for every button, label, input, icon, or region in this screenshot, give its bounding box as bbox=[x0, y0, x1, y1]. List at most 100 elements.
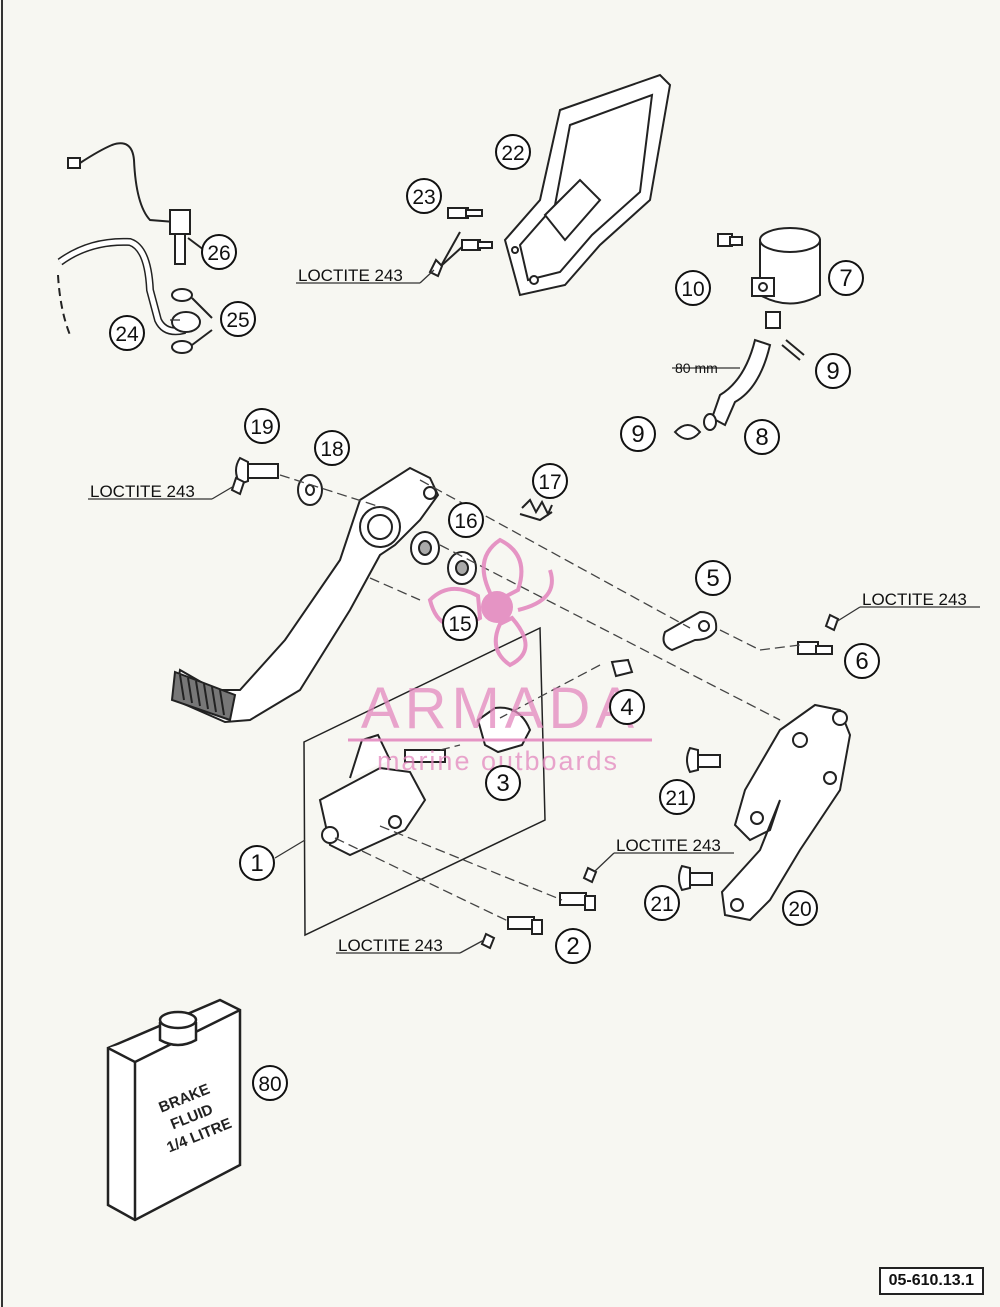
callout-circle bbox=[695, 560, 731, 596]
callout-circle bbox=[109, 315, 145, 351]
callout-number: 26 bbox=[207, 242, 230, 265]
callout-number: 15 bbox=[448, 613, 471, 636]
callout-circle bbox=[448, 502, 484, 538]
part-callout-p26: 26 bbox=[201, 234, 237, 270]
watermark-brand: ARMADA bbox=[361, 676, 639, 741]
part-callout-p18: 18 bbox=[314, 430, 350, 466]
callout-circle bbox=[314, 430, 350, 466]
watermark: ARMADA marine outboards bbox=[348, 537, 652, 776]
callout-number: 17 bbox=[538, 471, 561, 494]
callout-number: 7 bbox=[839, 265, 852, 292]
fluid-reservoir-assembly bbox=[673, 227, 821, 440]
callout-number: 22 bbox=[501, 142, 524, 165]
callout-number: 8 bbox=[755, 424, 768, 451]
callout-number: 10 bbox=[681, 278, 704, 301]
callout-circle bbox=[532, 463, 568, 499]
clevis-and-nut bbox=[610, 610, 840, 678]
callout-number: 18 bbox=[320, 438, 343, 461]
part-callout-p25: 25 bbox=[220, 301, 256, 337]
callout-circle bbox=[485, 765, 521, 801]
callout-number: 4 bbox=[620, 694, 633, 721]
part-callout-p8: 8 bbox=[744, 419, 780, 455]
part-callout-p4: 4 bbox=[609, 689, 645, 725]
callout-number: 16 bbox=[454, 510, 477, 533]
callout-circle bbox=[609, 689, 645, 725]
callout-circle bbox=[782, 890, 818, 926]
part-callout-p3: 3 bbox=[485, 765, 521, 801]
part-callout-p2: 2 bbox=[555, 928, 591, 964]
part-callout-p20: 20 bbox=[782, 890, 818, 926]
part-callout-p17: 17 bbox=[532, 463, 568, 499]
master-cylinder-box bbox=[303, 626, 546, 937]
footrest-bracket bbox=[720, 703, 852, 922]
callout-circle bbox=[659, 779, 695, 815]
callout-circle bbox=[555, 928, 591, 964]
loctite-annotations: LOCTITE 243 LOCTITE 243 LOCTITE 243 LOCT… bbox=[90, 266, 967, 955]
part-callout-p22: 22 bbox=[495, 134, 531, 170]
part-callout-p1: 1 bbox=[239, 845, 275, 881]
part-callout-p19: 19 bbox=[244, 408, 280, 444]
brake-fluid-container bbox=[106, 998, 242, 1222]
loctite-label-clevis: LOCTITE 243 bbox=[862, 590, 967, 609]
callout-number: 24 bbox=[115, 323, 139, 346]
callout-circle bbox=[244, 408, 280, 444]
callout-number: 1 bbox=[250, 850, 263, 877]
callout-circle bbox=[406, 178, 442, 214]
callout-circle bbox=[620, 416, 656, 452]
part-callout-p16: 16 bbox=[448, 502, 484, 538]
callout-number: 23 bbox=[412, 186, 435, 209]
part-callout-p10: 10 bbox=[675, 270, 711, 306]
watermark-hub bbox=[481, 591, 513, 623]
callout-number: 21 bbox=[650, 893, 673, 916]
callout-circle bbox=[201, 234, 237, 270]
bracket-bolts bbox=[678, 746, 721, 892]
callout-number: 21 bbox=[665, 787, 688, 810]
hose-length-label: 80 mm bbox=[675, 360, 718, 376]
brake-light-switch-assembly bbox=[57, 142, 213, 354]
loctite-label-heel-guard: LOCTITE 243 bbox=[298, 266, 403, 285]
pedal-bearings bbox=[410, 531, 477, 585]
callout-number: 9 bbox=[631, 421, 644, 448]
callout-circle bbox=[675, 270, 711, 306]
callout-circle bbox=[815, 353, 851, 389]
callout-number: 80 bbox=[258, 1073, 281, 1096]
part-callout-p9a: 9 bbox=[620, 416, 656, 452]
callout-circle bbox=[744, 419, 780, 455]
callout-number: 3 bbox=[496, 770, 509, 797]
master-cylinder-bolts bbox=[480, 866, 598, 950]
leader-lines bbox=[88, 269, 980, 954]
reference-code: 05-610.13.1 bbox=[878, 1267, 984, 1295]
part-callout-p21a: 21 bbox=[659, 779, 695, 815]
part-callout-p9b: 9 bbox=[815, 353, 851, 389]
callout-circle bbox=[442, 605, 478, 641]
part-callout-p5: 5 bbox=[695, 560, 731, 596]
callout-number: 9 bbox=[826, 358, 839, 385]
part-callout-p24: 24 bbox=[109, 315, 145, 351]
callout-number: 2 bbox=[566, 933, 579, 960]
callout-circle bbox=[844, 643, 880, 679]
loctite-label-bracket: LOCTITE 243 bbox=[616, 836, 721, 855]
callout-number: 6 bbox=[855, 648, 868, 675]
part-callout-p15: 15 bbox=[442, 605, 478, 641]
pedal-washer-and-bolt bbox=[230, 456, 323, 506]
part-callout-p23: 23 bbox=[406, 178, 442, 214]
part-callout-p80: 80 bbox=[252, 1065, 288, 1101]
callout-number: 20 bbox=[788, 898, 811, 921]
loctite-label-cylinder: LOCTITE 243 bbox=[338, 936, 443, 955]
loctite-label-pedal: LOCTITE 243 bbox=[90, 482, 195, 501]
callout-circle bbox=[220, 301, 256, 337]
callout-circle bbox=[252, 1065, 288, 1101]
callout-number: 19 bbox=[250, 416, 273, 439]
part-callout-p6: 6 bbox=[844, 643, 880, 679]
heel-guard bbox=[503, 73, 672, 297]
callout-number: 25 bbox=[226, 309, 249, 332]
callout-number: 5 bbox=[706, 565, 719, 592]
callout-circle bbox=[239, 845, 275, 881]
callout-circle bbox=[644, 885, 680, 921]
heel-guard-bolts bbox=[428, 207, 493, 278]
brake-pedal bbox=[170, 466, 440, 724]
pedal-spring bbox=[519, 498, 553, 522]
part-callout-p7: 7 bbox=[828, 260, 864, 296]
